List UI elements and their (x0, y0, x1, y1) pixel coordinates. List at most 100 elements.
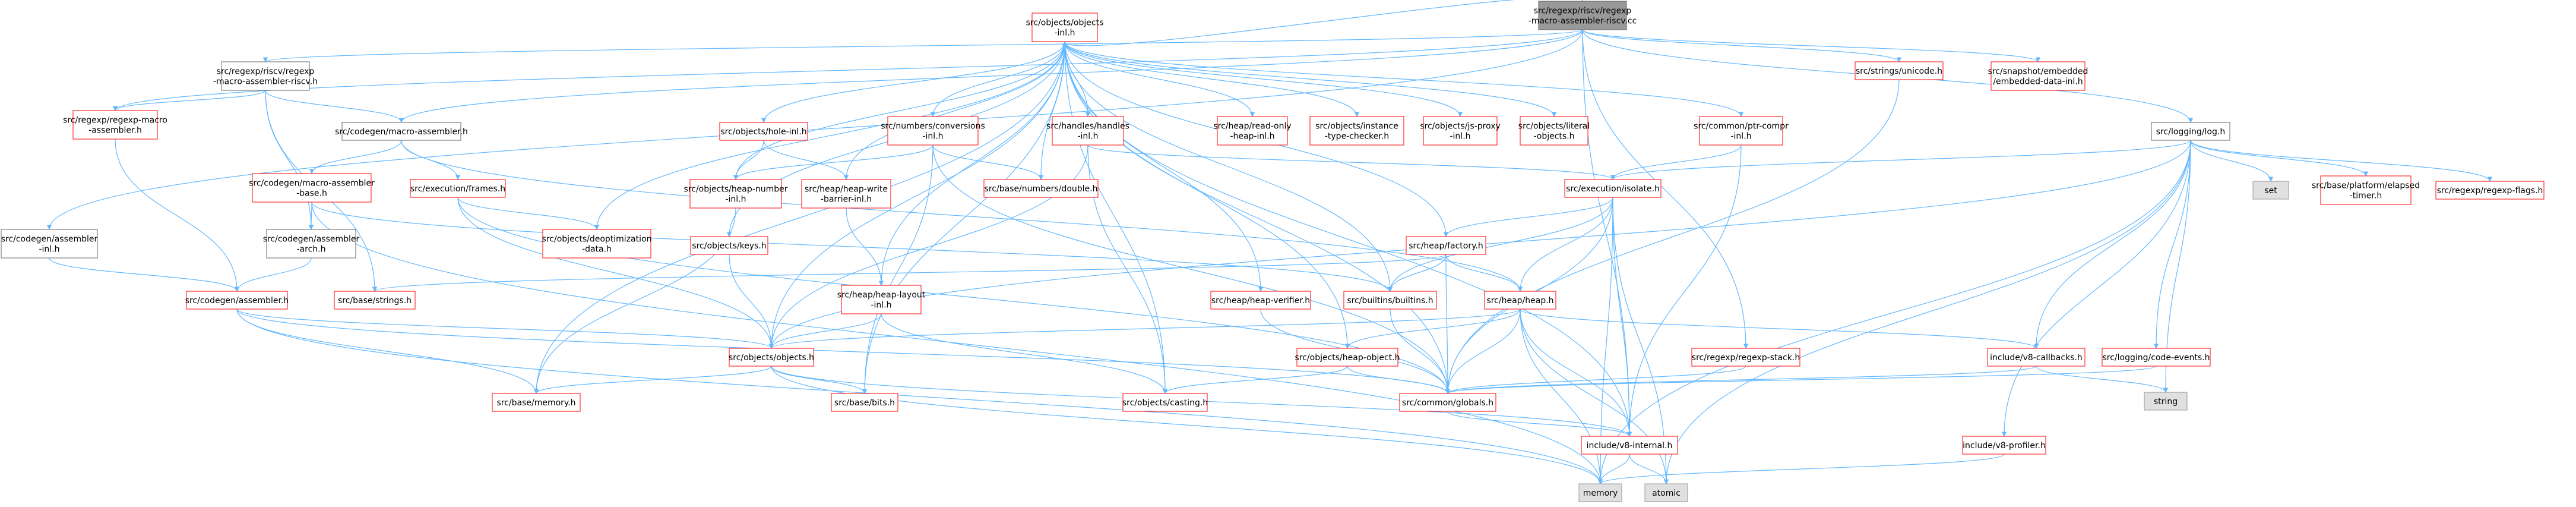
graph-node-logging-log[interactable]: src/logging/log.h (2151, 122, 2230, 141)
node-label-line: src/objects/heap-number (684, 185, 788, 194)
graph-node-atomic[interactable]: atomic (1644, 483, 1688, 502)
edge-logging_log-to-v8_profiler (2001, 140, 2191, 437)
node-box (1343, 291, 1437, 310)
edge-layer (46, 0, 2493, 484)
graph-node-heap-layout-inl[interactable]: src/heap/heap-layout-inl.h (837, 285, 926, 314)
graph-node-objects-hole-inl[interactable]: src/objects/hole-inl.h (719, 122, 808, 141)
graph-node-regexp-flags[interactable]: src/regexp/regexp-flags.h (2435, 181, 2545, 200)
node-label-line: src/codegen/macro-assembler (249, 179, 375, 188)
edge-objects_inl-to-objects_deopt (594, 41, 1065, 230)
node-label-line: -inl.h (922, 132, 943, 141)
graph-node-set[interactable]: set (2252, 181, 2289, 200)
graph-node-codegen-macro-asm[interactable]: src/codegen/macro-assembler.h (335, 122, 468, 141)
edge-execution_isolate-to-memory (1597, 197, 1613, 484)
edge-heap_heap-to-v8_internal (1520, 308, 1632, 437)
graph-node-objects-heap-number[interactable]: src/objects/heap-number-inl.h (684, 179, 788, 209)
graph-node-base-bits[interactable]: src/base/bits.h (831, 393, 898, 412)
node-box (801, 179, 891, 209)
graph-node-base-numbers-double[interactable]: src/base/numbers/double.h (983, 179, 1099, 198)
graph-node-regexp-stack[interactable]: src/regexp/regexp-stack.h (1691, 348, 1800, 367)
graph-node-root[interactable]: src/regexp/riscv/regexp-macro-assembler-… (1528, 1, 1637, 30)
graph-node-codegen-assembler[interactable]: src/codegen/assembler.h (185, 291, 289, 310)
node-label-line: -inl.h (1054, 29, 1075, 38)
graph-node-objects-instance-type[interactable]: src/objects/instance-type-checker.h (1309, 116, 1404, 146)
edge-v8_profiler-to-memory (1598, 454, 2005, 484)
node-box (1309, 116, 1404, 146)
node-box (1406, 236, 1486, 255)
node-box (831, 393, 898, 412)
graph-node-base-strings[interactable]: src/base/strings.h (334, 291, 416, 310)
edge-objects_inl-to-heap_write_barrier (843, 41, 1065, 180)
graph-node-objects-inl[interactable]: src/objects/objects-inl.h (1026, 12, 1104, 42)
node-label-line: src/base/numbers/double.h (985, 184, 1098, 194)
node-label-line: src/codegen/assembler (263, 235, 360, 244)
edge-heap_factory-to-heap_heap (1445, 254, 1523, 292)
graph-node-objects-literal[interactable]: src/objects/literal-objects.h (1518, 116, 1590, 146)
graph-node-codegen-macro-asm-base[interactable]: src/codegen/macro-assembler-base.h (249, 173, 375, 203)
node-box (1987, 348, 2086, 367)
graph-node-memory[interactable]: memory (1578, 483, 1622, 502)
graph-node-handles-inl[interactable]: src/handles/handles-inl.h (1046, 116, 1129, 146)
node-label-line: src/base/platform/elapsed (2312, 181, 2420, 191)
graph-node-regexp-macro-asm[interactable]: src/regexp/regexp-macro-assembler.h (63, 110, 167, 140)
node-label-line: /embedded-data-inl.h (1993, 77, 2083, 87)
node-box (1538, 1, 1627, 30)
node-box (1699, 116, 1783, 146)
graph-node-objects-casting[interactable]: src/objects/casting.h (1122, 393, 1208, 412)
graph-node-heap-heap[interactable]: src/heap/heap.h (1484, 291, 1556, 310)
edge-objects_objects-to-base_bits (771, 366, 868, 394)
node-box (1962, 436, 2046, 455)
graph-node-heap-write-barrier[interactable]: src/heap/heap-write-barrier-inl.h (801, 179, 891, 209)
edge-objects_hole_inl-to-heap_write_barrier (763, 140, 849, 180)
node-label-line: src/regexp/regexp-macro (63, 116, 167, 125)
edge-strings_unicode-to-common_globals (1445, 79, 1900, 394)
graph-node-objects-objects[interactable]: src/objects/objects.h (729, 348, 814, 367)
graph-node-codegen-asm-inl[interactable]: src/codegen/assembler-inl.h (1, 229, 98, 259)
node-box (2151, 122, 2230, 141)
graph-node-objects-js-proxy[interactable]: src/objects/js-proxy-inl.h (1420, 116, 1501, 146)
graph-node-objects-keys[interactable]: src/objects/keys.h (690, 236, 768, 255)
graph-node-objects-heap-object[interactable]: src/objects/heap-object.h (1295, 348, 1400, 367)
node-label-line: src/objects/deoptimization (542, 235, 652, 244)
edge-root-to-strings_unicode (1582, 29, 1902, 62)
graph-node-base-platform-timer[interactable]: src/base/platform/elapsed-timer.h (2312, 175, 2420, 205)
node-box (2102, 348, 2211, 367)
graph-node-riscv-h[interactable]: src/regexp/riscv/regexp-macro-assembler-… (213, 61, 318, 91)
edge-heap_heap-to-v8_callbacks (1520, 308, 2039, 349)
graph-node-base-memory[interactable]: src/base/memory.h (492, 393, 581, 412)
graph-node-strings-unicode[interactable]: src/strings/unicode.h (1855, 61, 1944, 80)
graph-node-snapshot-embedded[interactable]: src/snapshot/embedded/embedded-data-inl.… (1988, 61, 2088, 91)
graph-node-string[interactable]: string (2144, 392, 2188, 411)
edge-objects_inl-to-objects_instance_type (1064, 41, 1360, 117)
graph-node-v8-profiler[interactable]: include/v8-profiler.h (1962, 436, 2046, 455)
node-box (1423, 116, 1498, 146)
node-box (492, 393, 581, 412)
node-label-line: -macro-assembler-riscv.h (213, 77, 318, 87)
edge-heap_factory-to-builtins (1387, 254, 1447, 292)
graph-node-execution-isolate[interactable]: src/execution/isolate.h (1564, 179, 1662, 198)
graph-node-codegen-asm-arch[interactable]: src/codegen/assembler-arch.h (263, 229, 360, 259)
node-box (729, 348, 814, 367)
edge-common_ptr_compr-to-execution_isolate (1610, 144, 1742, 180)
graph-node-heap-readonly[interactable]: src/heap/read-only-heap-inl.h (1213, 116, 1292, 146)
node-label-line: -type-checker.h (1325, 132, 1389, 141)
edge-heap_heap-to-objects_objects (769, 308, 1521, 349)
node-label-line: src/snapshot/embedded (1988, 67, 2088, 77)
graph-node-v8-callbacks[interactable]: include/v8-callbacks.h (1987, 348, 2086, 367)
graph-node-v8-internal[interactable]: include/v8-internal.h (1581, 436, 1678, 455)
graph-node-objects-deopt[interactable]: src/objects/deoptimization-data.h (542, 229, 652, 259)
graph-node-heap-factory[interactable]: src/heap/factory.h (1406, 236, 1486, 255)
node-label-line: -macro-assembler-riscv.cc (1528, 17, 1637, 26)
graph-node-execution-frames[interactable]: src/execution/frames.h (410, 179, 506, 198)
graph-node-logging-code-events[interactable]: src/logging/code-events.h (2102, 348, 2211, 367)
graph-node-common-globals[interactable]: src/common/globals.h (1399, 393, 1496, 412)
node-box (1210, 291, 1311, 310)
graph-node-heap-verifier[interactable]: src/heap/heap-verifier.h (1210, 291, 1311, 310)
node-box (334, 291, 416, 310)
graph-node-common-ptr-compr[interactable]: src/common/ptr-compr-inl.h (1694, 116, 1789, 146)
node-box (841, 285, 922, 314)
node-label-line: src/objects/instance (1315, 122, 1398, 131)
graph-node-numbers-conversions[interactable]: src/numbers/conversions-inl.h (881, 116, 985, 146)
edge-heap_layout_inl-to-objects_casting (881, 313, 1168, 394)
graph-node-builtins[interactable]: src/builtins/builtins.h (1343, 291, 1437, 310)
